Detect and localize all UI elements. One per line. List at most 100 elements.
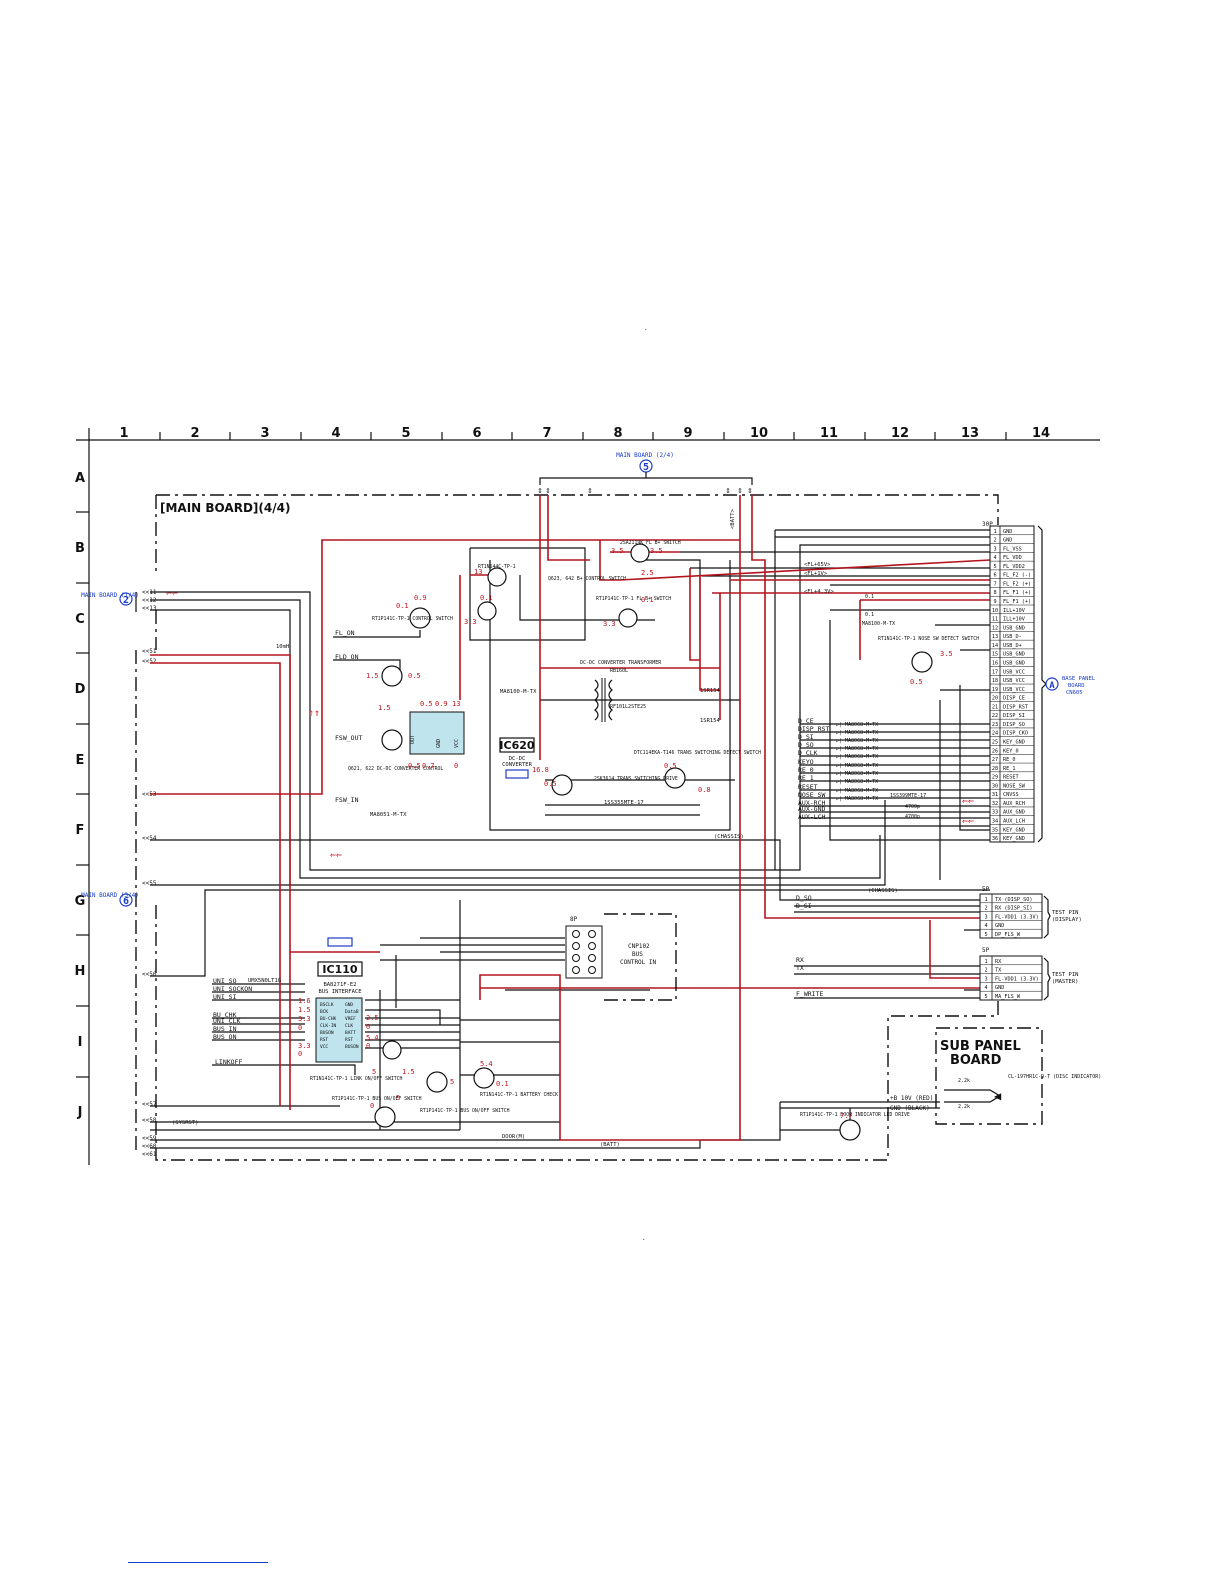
svg-text:▷| MA8068-M-TX: ▷| MA8068-M-TX <box>836 738 878 744</box>
pin-number: 3 <box>984 914 987 920</box>
voltage: 5 <box>396 1094 400 1102</box>
col-label: 7 <box>542 426 551 441</box>
svg-text:<FL+65V>: <FL+65V> <box>804 562 831 568</box>
svg-text:<<61: <<61 <box>142 1151 157 1158</box>
net-label: TX <box>796 964 804 972</box>
pin-number: 30 <box>992 783 998 789</box>
voltage: 5.4 <box>366 1034 379 1042</box>
col-label: 9 <box>683 426 692 441</box>
pin-number: 21 <box>992 704 998 710</box>
svg-text:▷| MA8068-M-TX: ▷| MA8068-M-TX <box>836 722 878 728</box>
col-label: 1 <box>119 426 128 441</box>
sysrst-label: (SYSRST) <box>172 1120 199 1126</box>
net-label: AUX-LCH <box>798 813 825 821</box>
part-label: RT1P141C-TP-1 FL B+ SWITCH <box>596 596 671 602</box>
svg-text:BSCLK: BSCLK <box>320 1002 334 1008</box>
pin-number: 4 <box>984 985 987 991</box>
pin-number: 33 <box>992 810 998 816</box>
pin-number: 35 <box>992 827 998 833</box>
pin-name: KEY_GND <box>1003 836 1025 842</box>
voltage: 0.1 <box>496 1080 509 1088</box>
pin-number: 32 <box>992 801 998 807</box>
svg-text:⇕: ⇕ <box>587 486 592 496</box>
svg-text:1SS355MTE-17: 1SS355MTE-17 <box>604 800 644 806</box>
voltage: 3.3 <box>298 1042 311 1050</box>
voltage: 1.5 <box>298 1006 311 1014</box>
row-label: A <box>75 471 85 486</box>
svg-text:<<56: <<56 <box>142 971 157 978</box>
pin-number: 8 <box>993 590 996 596</box>
row-label: I <box>78 1035 83 1050</box>
svg-text:RB160L: RB160L <box>610 668 628 674</box>
col-label: 12 <box>891 426 909 441</box>
net-label: BUS_IN <box>213 1025 237 1033</box>
left-connector-main6: MAIN BOARD (3/4) 6 <<51 <<52 <<53 <<54 <… <box>81 648 157 1158</box>
svg-text:<BATT>: <BATT> <box>730 508 736 529</box>
connector-number: 5 <box>643 462 649 473</box>
net-label: UNI_SI <box>213 993 237 1001</box>
col-label: 2 <box>190 426 199 441</box>
net-label: D_SO <box>798 741 814 749</box>
pin-name: RESET <box>1003 775 1019 781</box>
connector-circle <box>119 592 133 606</box>
net-label: RE_1 <box>798 774 814 782</box>
pin-name: RE_0 <box>1003 757 1016 763</box>
pin-name: DISP_CE <box>1003 696 1025 702</box>
svg-text:▷| MA8068-M-TX: ▷| MA8068-M-TX <box>836 730 878 736</box>
pin-number: 3 <box>993 546 996 552</box>
diode-array: ▷| MA8068-M-TX ▷| MA8068-M-TX ▷| MA8068-… <box>836 594 926 820</box>
svg-text:BUSON: BUSON <box>345 1044 359 1050</box>
voltage: 0 <box>454 762 458 770</box>
pin-number: 2 <box>984 968 987 974</box>
pin-number: 3 <box>984 976 987 982</box>
voltage: 3.5 <box>940 650 953 658</box>
svg-text:⇐⇐: ⇐⇐ <box>166 588 178 599</box>
pin-number: 26 <box>992 748 998 754</box>
pin-name: ILL+10V <box>1003 617 1025 623</box>
pin-number: 10 <box>992 608 998 614</box>
ic-ref: IC620 <box>499 739 534 752</box>
svg-text:4700p: 4700p <box>905 814 920 820</box>
pin-number: 1 <box>993 529 996 535</box>
svg-text:▷| MA8068-M-TX: ▷| MA8068-M-TX <box>836 788 878 794</box>
row-label: E <box>76 753 85 768</box>
pin-number: 25 <box>992 740 998 746</box>
pin-name: USB_GND <box>1003 660 1025 666</box>
part-label: Q623, 642 B+ CONTROL SWITCH <box>548 576 626 582</box>
col-label: 11 <box>820 426 838 441</box>
pin-number: 20 <box>992 696 998 702</box>
voltage: 5 <box>450 1078 454 1086</box>
voltage: 3.5 <box>650 547 663 555</box>
top-connector-main5: MAIN BOARD (2/4) 5 ⇕ ⇕ ⇕ ⇕ ⇕ ⇕ <box>537 452 752 496</box>
part-label: RT1P141C-TP-1 DOOR INDICATOR LED DRIVE <box>800 1112 910 1118</box>
voltage: 1.5 <box>378 704 391 712</box>
row-label: C <box>75 612 85 627</box>
pin-name: CNVSS <box>1003 792 1019 798</box>
part-label: 2SK3614 TRANS SWITCHING DRIVE <box>594 776 678 782</box>
svg-text:<<55: <<55 <box>142 880 157 887</box>
ic-ref: IC110 <box>322 963 357 976</box>
part-label: RT1N141C-TP-1 LINK ON/OFF SWITCH <box>310 1076 403 1082</box>
voltage: 0 <box>298 1050 302 1058</box>
pin-name: USB_VCC <box>1003 687 1025 693</box>
transistor-labels: RT1P141C-TP-1 CONTROL SWITCH RT1P141C-TP… <box>310 540 979 1118</box>
part-label: 2SA2119K FL B+ SWITCH <box>620 540 681 546</box>
voltage: 3.3 <box>603 620 616 628</box>
net-label: D_SO <box>796 894 812 902</box>
col-label: 13 <box>961 426 979 441</box>
voltage: 0 <box>370 1102 374 1110</box>
pin-name: DP_FLS_W <box>995 932 1021 938</box>
pin-name: NOSE_SW <box>1003 783 1026 789</box>
pin-name: DISP_SI <box>1003 713 1025 719</box>
svg-text:BCK: BCK <box>320 1009 328 1015</box>
net-label: UNI_CLK <box>213 1017 240 1025</box>
pin-number: 16 <box>992 660 998 666</box>
svg-text:<<13: <<13 <box>142 605 157 612</box>
pin-number: 34 <box>992 819 998 825</box>
svg-text:<<12: <<12 <box>142 597 157 604</box>
voltage: 1.5 <box>402 1068 415 1076</box>
net-label: FL_ON <box>335 629 355 637</box>
part-label: RT1N141C-TP-1 BATTERY CHECK <box>480 1092 558 1098</box>
svg-text:VREF: VREF <box>345 1016 356 1022</box>
